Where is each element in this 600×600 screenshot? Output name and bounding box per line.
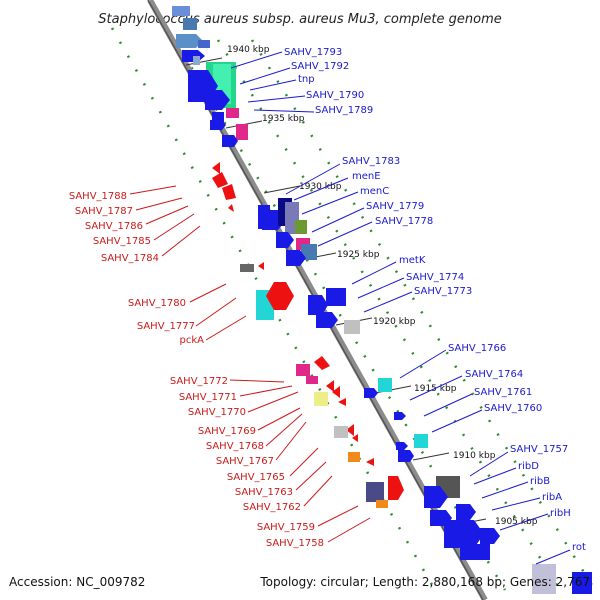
gene-label-sahv-1779[interactable]: SAHV_1779 <box>366 201 424 212</box>
gene-label-sahv-1785[interactable]: SAHV_1785 <box>93 236 151 247</box>
kbp-label-1920: 1920 kbp <box>373 317 416 327</box>
gene-label-sahv-1766[interactable]: SAHV_1766 <box>448 343 506 354</box>
gene-label-sahv-1763[interactable]: SAHV_1763 <box>235 487 293 498</box>
gene-label-sahv-1759[interactable]: SAHV_1759 <box>257 522 315 533</box>
gene-label-sahv-1793[interactable]: SAHV_1793 <box>284 47 342 58</box>
reverse-guide-inner <box>173 39 507 591</box>
gene-label-tnp[interactable]: tnp <box>298 74 315 85</box>
topology-text: Topology: circular; Length: 2,880,168 bp… <box>259 575 590 589</box>
forward-gene-features <box>172 6 592 594</box>
gene-label-sahv-1783[interactable]: SAHV_1783 <box>342 156 400 167</box>
gene-label-riba[interactable]: ribA <box>542 492 562 503</box>
map-title: Staphylococcus aureus subsp. aureus Mu3,… <box>98 12 502 27</box>
kbp-label-1930: 1930 kbp <box>299 182 342 192</box>
gene-label-sahv-1771[interactable]: SAHV_1771 <box>179 392 237 403</box>
accession-text: Accession: NC_009782 <box>9 575 145 589</box>
gene-label-sahv-1769[interactable]: SAHV_1769 <box>198 426 256 437</box>
gene-label-sahv-1758[interactable]: SAHV_1758 <box>266 538 324 549</box>
gene-label-mene[interactable]: menE <box>352 171 381 182</box>
gene-label-metk[interactable]: metK <box>399 255 426 266</box>
gene-label-rot[interactable]: rot <box>572 542 586 553</box>
gene-label-ribh[interactable]: ribH <box>550 508 571 519</box>
gene-label-sahv-1762[interactable]: SAHV_1762 <box>243 502 301 513</box>
kbp-label-1935: 1935 kbp <box>262 114 305 124</box>
kbp-label-1910: 1910 kbp <box>453 451 496 461</box>
gene-label-sahv-1765[interactable]: SAHV_1765 <box>227 472 285 483</box>
gene-label-sahv-1764[interactable]: SAHV_1764 <box>465 369 523 380</box>
gene-label-sahv-1786[interactable]: SAHV_1786 <box>85 221 143 232</box>
gene-label-ribd[interactable]: ribD <box>518 461 539 472</box>
gene-label-sahv-1788[interactable]: SAHV_1788 <box>69 191 127 202</box>
gene-label-sahv-1773[interactable]: SAHV_1773 <box>414 286 472 297</box>
gene-label-sahv-1787[interactable]: SAHV_1787 <box>75 206 133 217</box>
gene-label-sahv-1780[interactable]: SAHV_1780 <box>128 298 186 309</box>
gene-label-sahv-1792[interactable]: SAHV_1792 <box>291 61 349 72</box>
gene-label-sahv-1789[interactable]: SAHV_1789 <box>315 105 373 116</box>
gene-label-sahv-1768[interactable]: SAHV_1768 <box>206 441 264 452</box>
gene-label-sahv-1757[interactable]: SAHV_1757 <box>510 444 568 455</box>
gene-label-ribb[interactable]: ribB <box>530 476 550 487</box>
gene-label-sahv-1777[interactable]: SAHV_1777 <box>137 321 195 332</box>
gene-label-sahv-1760[interactable]: SAHV_1760 <box>484 403 542 414</box>
gene-label-pcka[interactable]: pckA <box>180 335 205 346</box>
kbp-label-1940: 1940 kbp <box>227 45 270 55</box>
kbp-label-1915: 1915 kbp <box>414 384 457 394</box>
gene-label-sahv-1790[interactable]: SAHV_1790 <box>306 90 364 101</box>
kbp-label-1905: 1905 kbp <box>495 517 538 527</box>
forward-leader-lines <box>230 51 571 565</box>
gene-label-sahv-1761[interactable]: SAHV_1761 <box>474 387 532 398</box>
gene-label-menc[interactable]: menC <box>360 186 389 197</box>
gene-label-sahv-1767[interactable]: SAHV_1767 <box>216 456 274 467</box>
gene-label-sahv-1772[interactable]: SAHV_1772 <box>170 376 228 387</box>
reverse-leader-lines <box>129 185 371 543</box>
gene-label-sahv-1770[interactable]: SAHV_1770 <box>188 407 246 418</box>
kbp-label-1925: 1925 kbp <box>337 250 380 260</box>
gene-label-sahv-1778[interactable]: SAHV_1778 <box>375 216 433 227</box>
reverse-gene-features <box>212 162 404 508</box>
gene-label-sahv-1784[interactable]: SAHV_1784 <box>101 253 159 264</box>
gene-label-sahv-1774[interactable]: SAHV_1774 <box>406 272 464 283</box>
